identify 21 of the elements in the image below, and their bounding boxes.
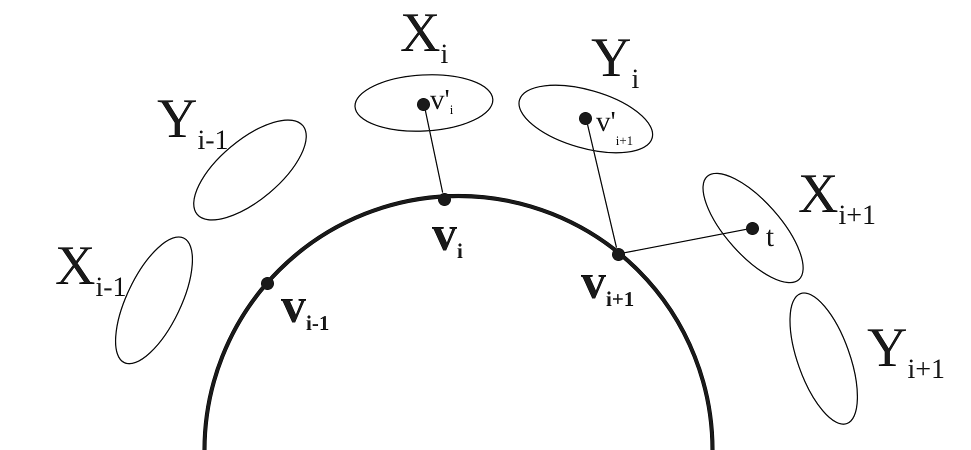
- vertex-label: v$_{i+1}$: [581, 256, 634, 310]
- dot-icon: [612, 248, 624, 260]
- vertex-label: v$_{i}$: [432, 208, 463, 262]
- set-label: X$_{i-1}$: [55, 238, 127, 302]
- dot-icon: [579, 112, 592, 124]
- vertex-label: v$_{i-1}$: [281, 280, 330, 334]
- dot-icon: [417, 98, 430, 110]
- edge-line: [586, 124, 618, 248]
- edge-line: [624, 228, 747, 254]
- dot-icon: [438, 192, 450, 206]
- set-label: Y$_{i}$: [590, 30, 640, 94]
- vertex-label: t: [766, 223, 774, 252]
- vertex-label: v'$_{i}$: [430, 86, 454, 116]
- set-label: Y$_{i-1}$: [157, 91, 229, 155]
- dot-icon: [746, 222, 760, 234]
- set-label: X$_{i+1}$: [798, 166, 876, 230]
- dot-icon: [260, 276, 274, 290]
- set-label: Y$_{i+1}$: [866, 320, 946, 384]
- vertex-label: v'$_{i+1}$: [596, 108, 634, 147]
- edge-line: [424, 110, 444, 193]
- set-label: X$_{i}$: [400, 5, 448, 69]
